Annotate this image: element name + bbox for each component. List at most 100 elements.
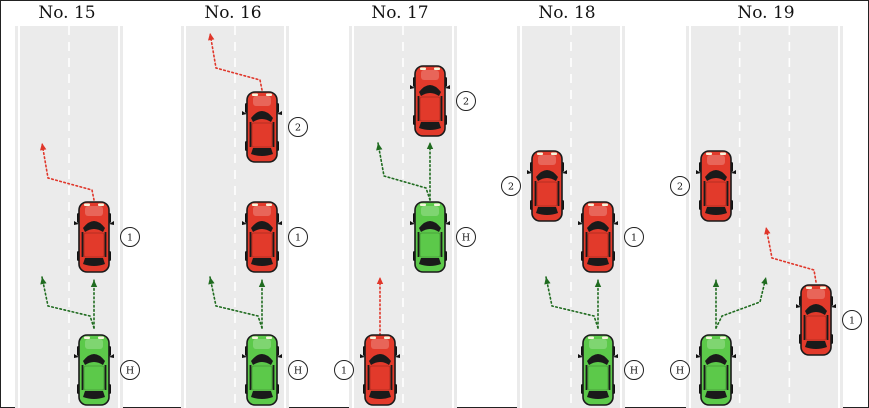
trajectory-path: [41, 276, 95, 329]
panel-title-15: No. 15: [38, 3, 95, 23]
vehicle: [410, 65, 450, 137]
trajectory-arrow: [715, 276, 768, 329]
arrow-head: [544, 277, 551, 285]
mirror: [445, 221, 450, 225]
arrow-head: [90, 280, 98, 287]
vehicle-id-badge: H: [670, 360, 690, 380]
mirror: [74, 221, 79, 225]
roof: [536, 181, 558, 207]
hood-highlight: [421, 70, 439, 80]
headlight: [706, 336, 712, 339]
badge-label: 1: [849, 315, 855, 326]
rear-window: [419, 258, 441, 266]
windshield: [705, 354, 727, 365]
vehicle-id-badge: H: [456, 227, 476, 247]
rear-window: [536, 207, 558, 215]
mirror: [410, 85, 415, 89]
vehicle-id-badge: 1: [120, 227, 140, 247]
headlight: [420, 203, 426, 206]
trajectory-arrow: [544, 276, 599, 329]
arrow-head: [208, 33, 215, 41]
vehicle: [696, 334, 736, 406]
windshield: [369, 354, 391, 365]
headlight: [720, 152, 726, 155]
mirror: [445, 85, 450, 89]
roof: [705, 181, 727, 207]
vehicle: [578, 334, 618, 406]
trajectory-arrow: [90, 279, 98, 329]
vehicle-id-badge: H: [288, 360, 308, 380]
arrow-head: [40, 143, 47, 151]
mirror: [109, 354, 114, 358]
headlight: [266, 336, 272, 339]
headlight: [98, 203, 104, 206]
roof: [419, 232, 441, 258]
vehicle-id-badge: 1: [288, 227, 308, 247]
vehicle: [242, 201, 282, 273]
trajectory-arrow: [376, 276, 384, 336]
headlight: [588, 203, 594, 206]
hood-highlight: [253, 96, 271, 106]
hood-highlight: [371, 339, 389, 349]
hood-highlight: [421, 206, 439, 216]
mirror: [578, 354, 583, 358]
roof: [251, 122, 273, 148]
badge-label: 1: [631, 232, 637, 243]
vehicle-id-badge: 1: [334, 360, 354, 380]
badge-circle: [624, 360, 644, 380]
windshield: [251, 354, 273, 365]
trajectory-arrow: [376, 142, 431, 201]
arrow-head: [40, 277, 47, 285]
rear-window: [705, 391, 727, 399]
badge-label: H: [126, 365, 134, 376]
badge-circle: [288, 227, 308, 247]
vehicle-id-badge: 2: [288, 117, 308, 137]
badge-circle: [288, 117, 308, 137]
mirror: [395, 354, 400, 358]
windshield: [805, 304, 827, 315]
arrow-head: [761, 277, 768, 285]
mirror: [277, 221, 282, 225]
rear-window: [705, 207, 727, 215]
mirror: [731, 170, 736, 174]
mirror: [796, 304, 801, 308]
roof: [805, 315, 827, 341]
trajectory-arrow: [426, 141, 434, 201]
vehicle-id-badge: 1: [842, 310, 862, 330]
headlight: [602, 336, 608, 339]
mirror: [410, 221, 415, 225]
trajectory-arrow: [208, 276, 263, 329]
badge-label: 2: [508, 181, 514, 192]
rear-window: [369, 391, 391, 399]
rear-window: [805, 341, 827, 349]
mirror: [242, 111, 247, 115]
mirror: [277, 111, 282, 115]
mirror: [578, 221, 583, 225]
mirror: [242, 354, 247, 358]
badge-circle: [842, 310, 862, 330]
trajectory-path: [41, 142, 95, 201]
vehicle-id-badge: 2: [501, 176, 521, 196]
hood-highlight: [85, 206, 103, 216]
mirror: [613, 221, 618, 225]
trajectory-path: [209, 32, 263, 91]
hood-highlight: [589, 339, 607, 349]
mirror: [360, 354, 365, 358]
badge-label: H: [676, 365, 684, 376]
vehicle: [74, 334, 114, 406]
vehicle: [410, 201, 450, 273]
roof: [419, 96, 441, 122]
headlight: [252, 336, 258, 339]
windshield: [587, 221, 609, 232]
mirror: [696, 170, 701, 174]
mirror: [74, 354, 79, 358]
vehicle: [242, 334, 282, 406]
mirror: [109, 221, 114, 225]
rear-window: [251, 258, 273, 266]
panel-title-16: No. 16: [204, 3, 261, 23]
mirror: [277, 354, 282, 358]
rear-window: [587, 391, 609, 399]
badge-label: H: [294, 365, 302, 376]
